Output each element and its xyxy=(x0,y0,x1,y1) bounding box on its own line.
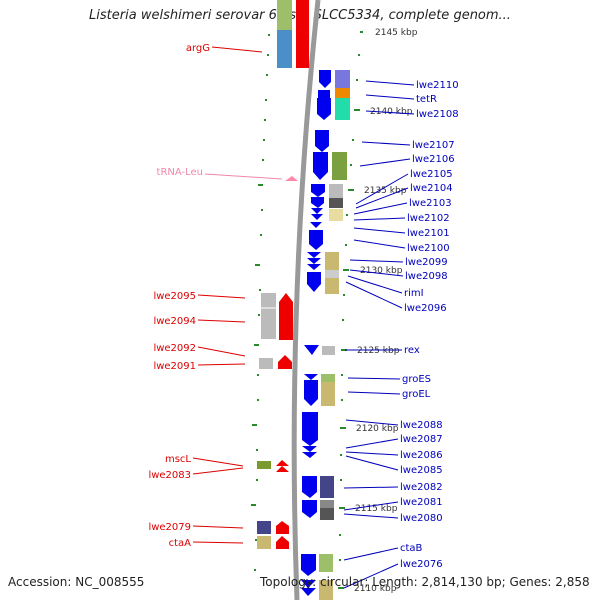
topology-text: Topology: circular; Length: 2,814,130 bp… xyxy=(260,575,590,589)
gene-label-left[interactable]: lwe2083 xyxy=(148,470,191,481)
kbp-label: 2110 kbp xyxy=(354,584,397,594)
kbp-label: 2120 kbp xyxy=(356,424,399,434)
gene-arrow xyxy=(309,230,323,250)
gene-arrow xyxy=(302,446,317,458)
gene-label-right[interactable]: lwe2082 xyxy=(400,482,443,493)
function-box-lwe2079 xyxy=(257,521,271,534)
gene-label-right[interactable]: lwe2102 xyxy=(407,213,450,224)
gene-label-right[interactable]: lwe2096 xyxy=(404,303,447,314)
gene-label-right[interactable]: lwe2099 xyxy=(405,257,448,268)
gene-arrow xyxy=(307,252,321,270)
gene-label-right[interactable]: lwe2088 xyxy=(400,420,443,431)
gene-label-right[interactable]: lwe2076 xyxy=(400,559,443,570)
gene-label-right[interactable]: lwe2100 xyxy=(407,243,450,254)
kbp-label: 2145 kbp xyxy=(375,28,418,38)
gene-label-right[interactable]: lwe2103 xyxy=(409,198,452,209)
gene-label-right[interactable]: lwe2104 xyxy=(410,183,453,194)
function-box-lwe2095 xyxy=(261,293,276,339)
accession-text: Accession: NC_008555 xyxy=(8,575,145,589)
gene-arrow xyxy=(304,374,318,380)
gene-label-right[interactable]: ctaB xyxy=(400,543,423,554)
kbp-label: 2135 kbp xyxy=(364,186,407,196)
gene-label-right[interactable]: lwe2110 xyxy=(416,80,459,91)
gene-label-left[interactable]: argG xyxy=(186,43,210,54)
kbp-label: 2140 kbp xyxy=(370,107,413,117)
gene-arrow xyxy=(319,70,331,88)
gene-label-right[interactable]: groES xyxy=(402,374,431,385)
kbp-label: 2115 kbp xyxy=(355,504,398,514)
tick-marks xyxy=(251,31,363,589)
gene-arrow xyxy=(302,500,317,518)
gene-label-left[interactable]: lwe2094 xyxy=(153,316,196,327)
gene-label-right[interactable]: tetR xyxy=(416,94,437,105)
left-labels: argG lwe2095 lwe2094 lwe2092 lwe2091 msc… xyxy=(148,43,210,549)
gene-label-right[interactable]: lwe2081 xyxy=(400,497,443,508)
gene-arrow-lwe2095 xyxy=(279,293,293,340)
gene-arrow-lwe2092 xyxy=(278,355,292,369)
gene-label-right[interactable]: lwe2106 xyxy=(412,154,455,165)
gene-label-right[interactable]: groEL xyxy=(402,389,431,400)
gene-label-left[interactable]: ctaA xyxy=(169,538,192,549)
gene-label-right[interactable]: rex xyxy=(404,345,420,356)
gene-label-right[interactable]: lwe2086 xyxy=(400,450,443,461)
gene-label-right[interactable]: lwe2107 xyxy=(412,140,455,151)
right-leaders xyxy=(343,80,415,589)
gene-label-left[interactable]: lwe2091 xyxy=(153,361,196,372)
gene-arrow-ctaA xyxy=(276,536,289,549)
gene-box-argG xyxy=(296,0,309,68)
gene-label-right[interactable]: lwe2080 xyxy=(400,513,443,524)
forward-strand-genes xyxy=(301,70,350,600)
right-labels: lwe2110 tetR lwe2108 lwe2107 lwe2106 lwe… xyxy=(400,80,459,570)
gene-arrow xyxy=(311,184,325,197)
trna-label[interactable]: tRNA-Leu xyxy=(157,167,203,178)
gene-arrow xyxy=(304,380,318,406)
gene-label-right[interactable]: lwe2085 xyxy=(400,465,443,476)
gene-label-right[interactable]: lwe2108 xyxy=(416,109,459,120)
gene-arrow xyxy=(310,222,322,228)
gene-arrow xyxy=(313,152,328,180)
function-box-lwe2091 xyxy=(259,358,273,369)
gene-arrow-lwe2079 xyxy=(276,521,289,534)
gene-label-left[interactable]: lwe2092 xyxy=(153,343,196,354)
trna-marker xyxy=(285,176,298,181)
function-box-argG-top xyxy=(277,0,292,30)
gene-arrow xyxy=(302,412,318,446)
kbp-label: 2125 kbp xyxy=(357,346,400,356)
gene-label-left[interactable]: mscL xyxy=(165,454,191,465)
gene-label-right[interactable]: lwe2101 xyxy=(407,228,450,239)
gene-arrow xyxy=(301,554,316,576)
gene-arrow-mscL xyxy=(276,460,289,472)
left-leaders xyxy=(192,46,283,544)
gene-label-right[interactable]: lwe2105 xyxy=(410,169,453,180)
reverse-strand-genes xyxy=(257,0,309,549)
gene-arrow xyxy=(311,197,324,208)
gene-label-right[interactable]: rimI xyxy=(404,288,424,299)
gene-arrow xyxy=(315,130,329,152)
function-box-ctaA xyxy=(257,536,271,549)
gene-arrow xyxy=(302,476,317,498)
kbp-label: 2130 kbp xyxy=(360,266,403,276)
genome-backbone xyxy=(291,0,321,600)
function-box-mscL xyxy=(257,461,271,469)
gene-label-right[interactable]: lwe2098 xyxy=(405,271,448,282)
gene-label-right[interactable]: lwe2087 xyxy=(400,434,443,445)
gene-arrow xyxy=(301,580,316,596)
gene-arrow xyxy=(317,98,331,120)
gene-arrow xyxy=(307,272,321,292)
gene-label-left[interactable]: lwe2095 xyxy=(153,291,196,302)
gene-label-left[interactable]: lwe2079 xyxy=(148,522,191,533)
gene-arrow xyxy=(311,208,323,220)
gene-arrow xyxy=(304,345,319,355)
